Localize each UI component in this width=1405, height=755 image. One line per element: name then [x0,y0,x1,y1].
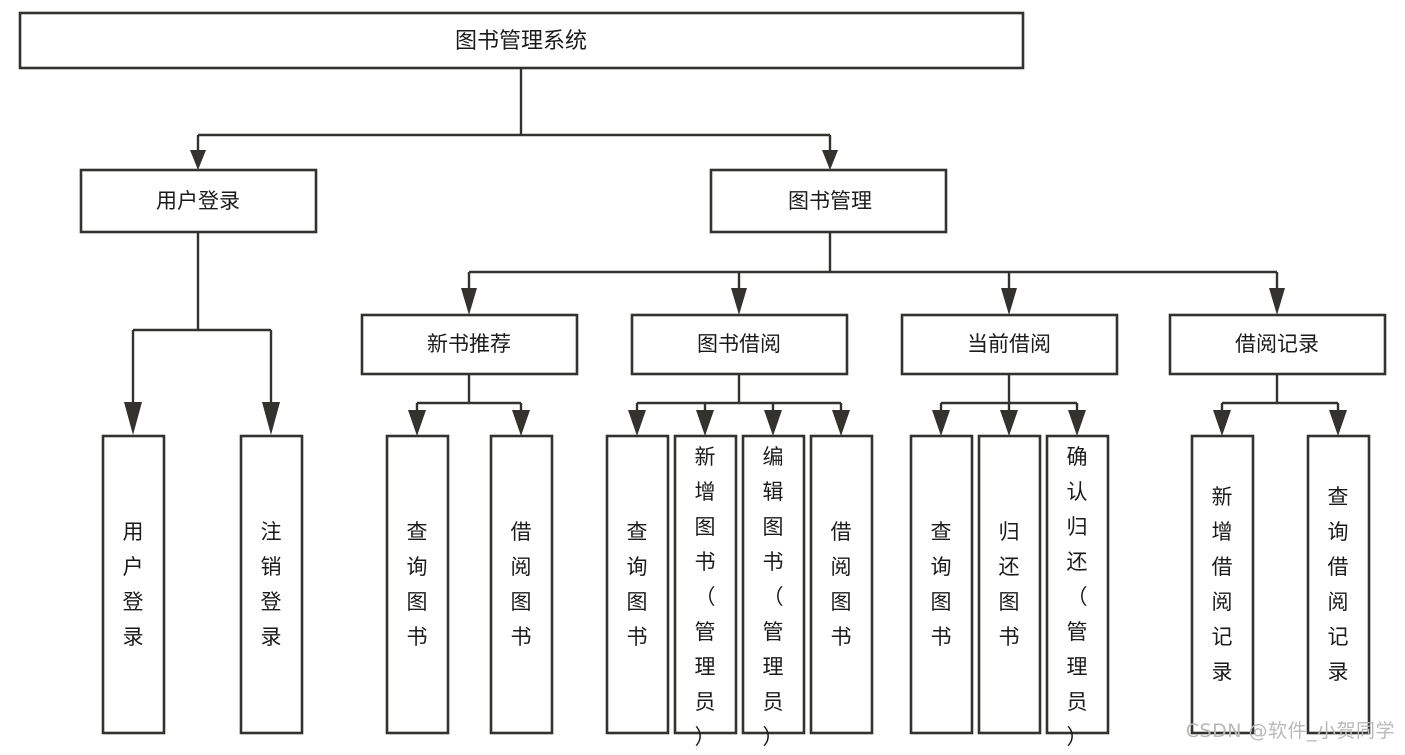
node-leaf-edit-book[interactable] [741,434,806,735]
node-current-borrow[interactable]: 当前借阅 [900,313,1119,376]
arrow-head-leaf-borrow-books-2 [832,410,850,436]
arrow-head-current-borrow [1001,288,1017,315]
node-borrow-record-box[interactable] [1168,313,1387,376]
node-leaf-add-record-box[interactable] [1190,434,1255,735]
connector-group [124,68,1347,436]
node-leaf-user-login[interactable] [101,434,166,735]
arrow-head-user-login [190,150,206,170]
node-book-management-label: 图书管理 [788,189,872,213]
arrow-head-leaf-add-record [1213,410,1231,436]
node-book-management-box[interactable] [709,168,948,234]
node-leaf-borrow-books-2[interactable] [809,434,874,735]
node-new-book-recommend-label: 新书推荐 [427,332,511,356]
node-leaf-edit-book-box[interactable] [741,434,806,735]
node-borrow-record[interactable]: 借阅记录 [1168,313,1387,376]
node-leaf-add-record[interactable] [1190,434,1255,735]
node-current-borrow-label: 当前借阅 [967,332,1051,356]
node-root-box[interactable] [18,11,1025,70]
node-new-book-recommend-box[interactable] [360,313,579,376]
node-root[interactable]: 图书管理系统 [18,11,1025,70]
node-leaf-borrow-books-1[interactable] [489,434,554,735]
node-leaf-query-record-box[interactable] [1306,434,1371,735]
node-leaf-logout-login[interactable] [239,434,304,735]
node-leaf-confirm-return[interactable] [1045,434,1110,735]
node-book-borrow-label: 图书借阅 [697,332,781,356]
node-leaf-query-record[interactable] [1306,434,1371,735]
arrow-head-leaf-query-books-2 [628,410,646,436]
node-book-management[interactable]: 图书管理 [709,168,948,234]
node-leaf-confirm-return-box[interactable] [1045,434,1110,735]
node-leaf-query-books-3[interactable] [909,434,974,735]
node-leaf-add-book[interactable] [673,434,738,735]
node-user-login-box[interactable] [79,168,318,234]
node-new-book-recommend[interactable]: 新书推荐 [360,313,579,376]
node-root-label: 图书管理系统 [455,29,587,54]
node-leaf-query-books-2[interactable] [605,434,670,735]
arrow-head-leaf-query-books-1 [408,410,426,436]
arrow-head-leaf-edit-book [764,410,782,436]
node-user-login-label: 用户登录 [156,189,240,213]
arrow-head-leaf-confirm-return [1068,410,1086,436]
node-borrow-record-label: 借阅记录 [1235,332,1319,356]
node-leaf-query-books-1[interactable] [385,434,450,735]
node-leaf-add-book-box[interactable] [673,434,738,735]
arrow-head-leaf-logout-login [262,402,280,435]
node-user-login[interactable]: 用户登录 [79,168,318,234]
arrow-head-leaf-query-record [1329,410,1347,436]
arrow-head-book-management [822,150,838,170]
node-leaf-return-book-box[interactable] [977,434,1042,735]
arrow-head-leaf-borrow-books-1 [512,410,530,436]
node-leaf-borrow-books-1-box[interactable] [489,434,554,735]
arrow-head-leaf-add-book [696,410,714,436]
node-leaf-query-books-3-box[interactable] [909,434,974,735]
arrow-head-leaf-return-book [1000,410,1018,436]
node-book-borrow[interactable]: 图书借阅 [630,313,849,376]
node-leaf-return-book[interactable] [977,434,1042,735]
arrow-head-leaf-query-books-3 [932,410,950,436]
node-leaf-query-books-1-box[interactable] [385,434,450,735]
node-leaf-borrow-books-2-box[interactable] [809,434,874,735]
arrow-head-new-book-recommend [461,288,477,315]
node-book-borrow-box[interactable] [630,313,849,376]
node-leaf-logout-login-box[interactable] [239,434,304,735]
arrow-head-borrow-record [1269,288,1285,315]
arrow-head-book-borrow [731,288,747,315]
arrow-head-leaf-user-login [124,402,142,435]
node-leaf-user-login-box[interactable] [101,434,166,735]
node-leaf-query-books-2-box[interactable] [605,434,670,735]
node-current-borrow-box[interactable] [900,313,1119,376]
